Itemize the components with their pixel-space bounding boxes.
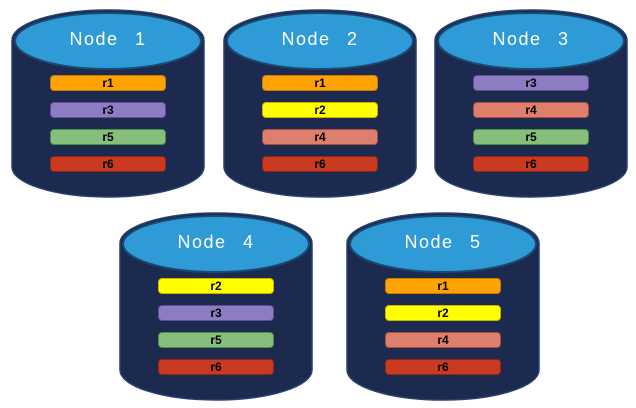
replica-label: r2	[314, 103, 326, 117]
replica-bar: r6	[158, 359, 274, 375]
node-title: Node 2	[281, 29, 359, 49]
replica-bar: r3	[158, 305, 274, 321]
replica-bar: r6	[50, 156, 166, 172]
replica-label: r2	[210, 279, 222, 293]
replica-label: r6	[525, 157, 537, 171]
node-4: Node 4 r2 r3 r5 r6	[118, 212, 314, 402]
replica-bar: r4	[385, 332, 501, 348]
replica-bar: r4	[262, 129, 378, 145]
replica-bar: r3	[473, 75, 589, 91]
replica-bar: r2	[385, 305, 501, 321]
node-title: Node 3	[492, 29, 570, 49]
replica-bar: r1	[262, 75, 378, 91]
replica-label: r3	[210, 306, 222, 320]
replica-bar: r5	[158, 332, 274, 348]
node-1: Node 1 r1 r3 r5 r6	[10, 9, 206, 199]
node-3: Node 3 r3 r4 r5 r6	[433, 9, 629, 199]
replica-label: r3	[525, 76, 537, 90]
replica-bar: r6	[262, 156, 378, 172]
replica-bar: r6	[473, 156, 589, 172]
replica-label: r5	[525, 130, 537, 144]
node-title: Node 5	[404, 232, 482, 252]
replica-label: r6	[102, 157, 114, 171]
replica-list: r1 r2 r4 r6	[262, 75, 378, 172]
replica-label: r4	[314, 130, 326, 144]
replica-label: r4	[437, 333, 449, 347]
replica-bar: r5	[473, 129, 589, 145]
replica-bar: r2	[158, 278, 274, 294]
replica-bar: r6	[385, 359, 501, 375]
replica-label: r3	[102, 103, 114, 117]
replica-label: r1	[314, 76, 326, 90]
replica-label: r6	[437, 360, 449, 374]
replica-bar: r4	[473, 102, 589, 118]
replica-label: r5	[102, 130, 114, 144]
node-5: Node 5 r1 r2 r4 r6	[345, 212, 541, 402]
replica-list: r1 r3 r5 r6	[50, 75, 166, 172]
replica-bar: r5	[50, 129, 166, 145]
replica-label: r2	[437, 306, 449, 320]
replica-label: r5	[210, 333, 222, 347]
replica-bar: r1	[385, 278, 501, 294]
replica-label: r6	[314, 157, 326, 171]
replica-label: r1	[437, 279, 449, 293]
replica-bar: r1	[50, 75, 166, 91]
node-title: Node 1	[69, 29, 147, 49]
replica-list: r2 r3 r5 r6	[158, 278, 274, 375]
replica-label: r4	[525, 103, 537, 117]
replica-list: r1 r2 r4 r6	[385, 278, 501, 375]
node-2: Node 2 r1 r2 r4 r6	[222, 9, 418, 199]
replica-label: r1	[102, 76, 114, 90]
replica-bar: r3	[50, 102, 166, 118]
replica-label: r6	[210, 360, 222, 374]
replica-list: r3 r4 r5 r6	[473, 75, 589, 172]
replica-bar: r2	[262, 102, 378, 118]
node-title: Node 4	[177, 232, 255, 252]
